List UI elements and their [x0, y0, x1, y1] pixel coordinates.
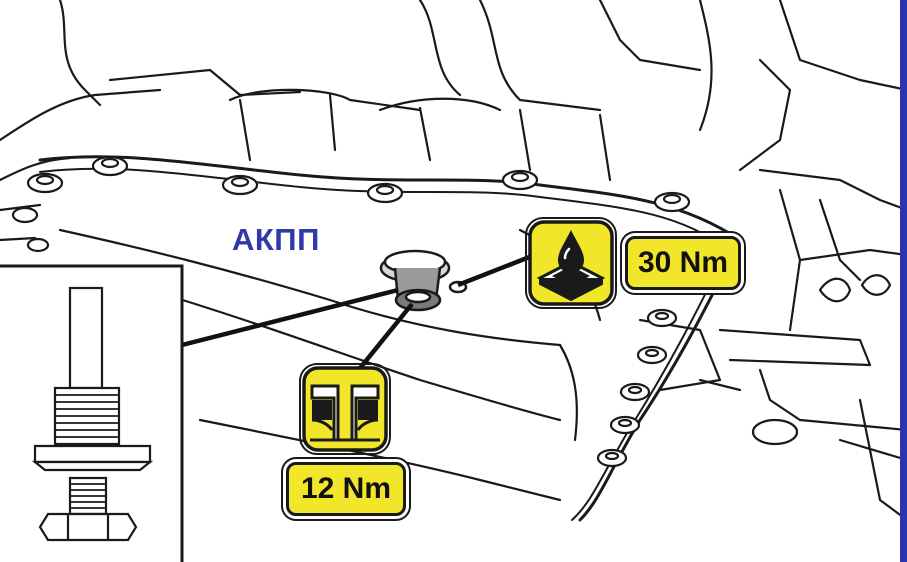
bolt-icon [26, 172, 64, 194]
torque-badge-drain-filler: 30 Nm [625, 236, 741, 290]
bolt-icon [221, 174, 259, 196]
bolt-icon [366, 182, 404, 204]
bolt-icon [646, 308, 678, 328]
inset-bolt-detail [0, 264, 184, 562]
bolt-icon [501, 169, 539, 191]
bolt-icon [91, 155, 129, 177]
drain-plug [379, 249, 468, 312]
bolt-icon [596, 448, 628, 468]
bolt-icon [609, 415, 641, 435]
bolt-icon [653, 191, 691, 213]
torque-badge-seal: 12 Nm [286, 462, 406, 516]
bolt-icon [636, 345, 668, 365]
gasket-seal-icon [299, 363, 391, 455]
leader-lines [181, 253, 533, 380]
bolt-icon [26, 237, 50, 253]
oil-drop-icon [525, 217, 617, 309]
bolt-icon [11, 206, 39, 224]
bolt-icon [619, 382, 651, 402]
transmission-label: АКПП [232, 222, 320, 257]
page-edge-bar [900, 0, 907, 562]
